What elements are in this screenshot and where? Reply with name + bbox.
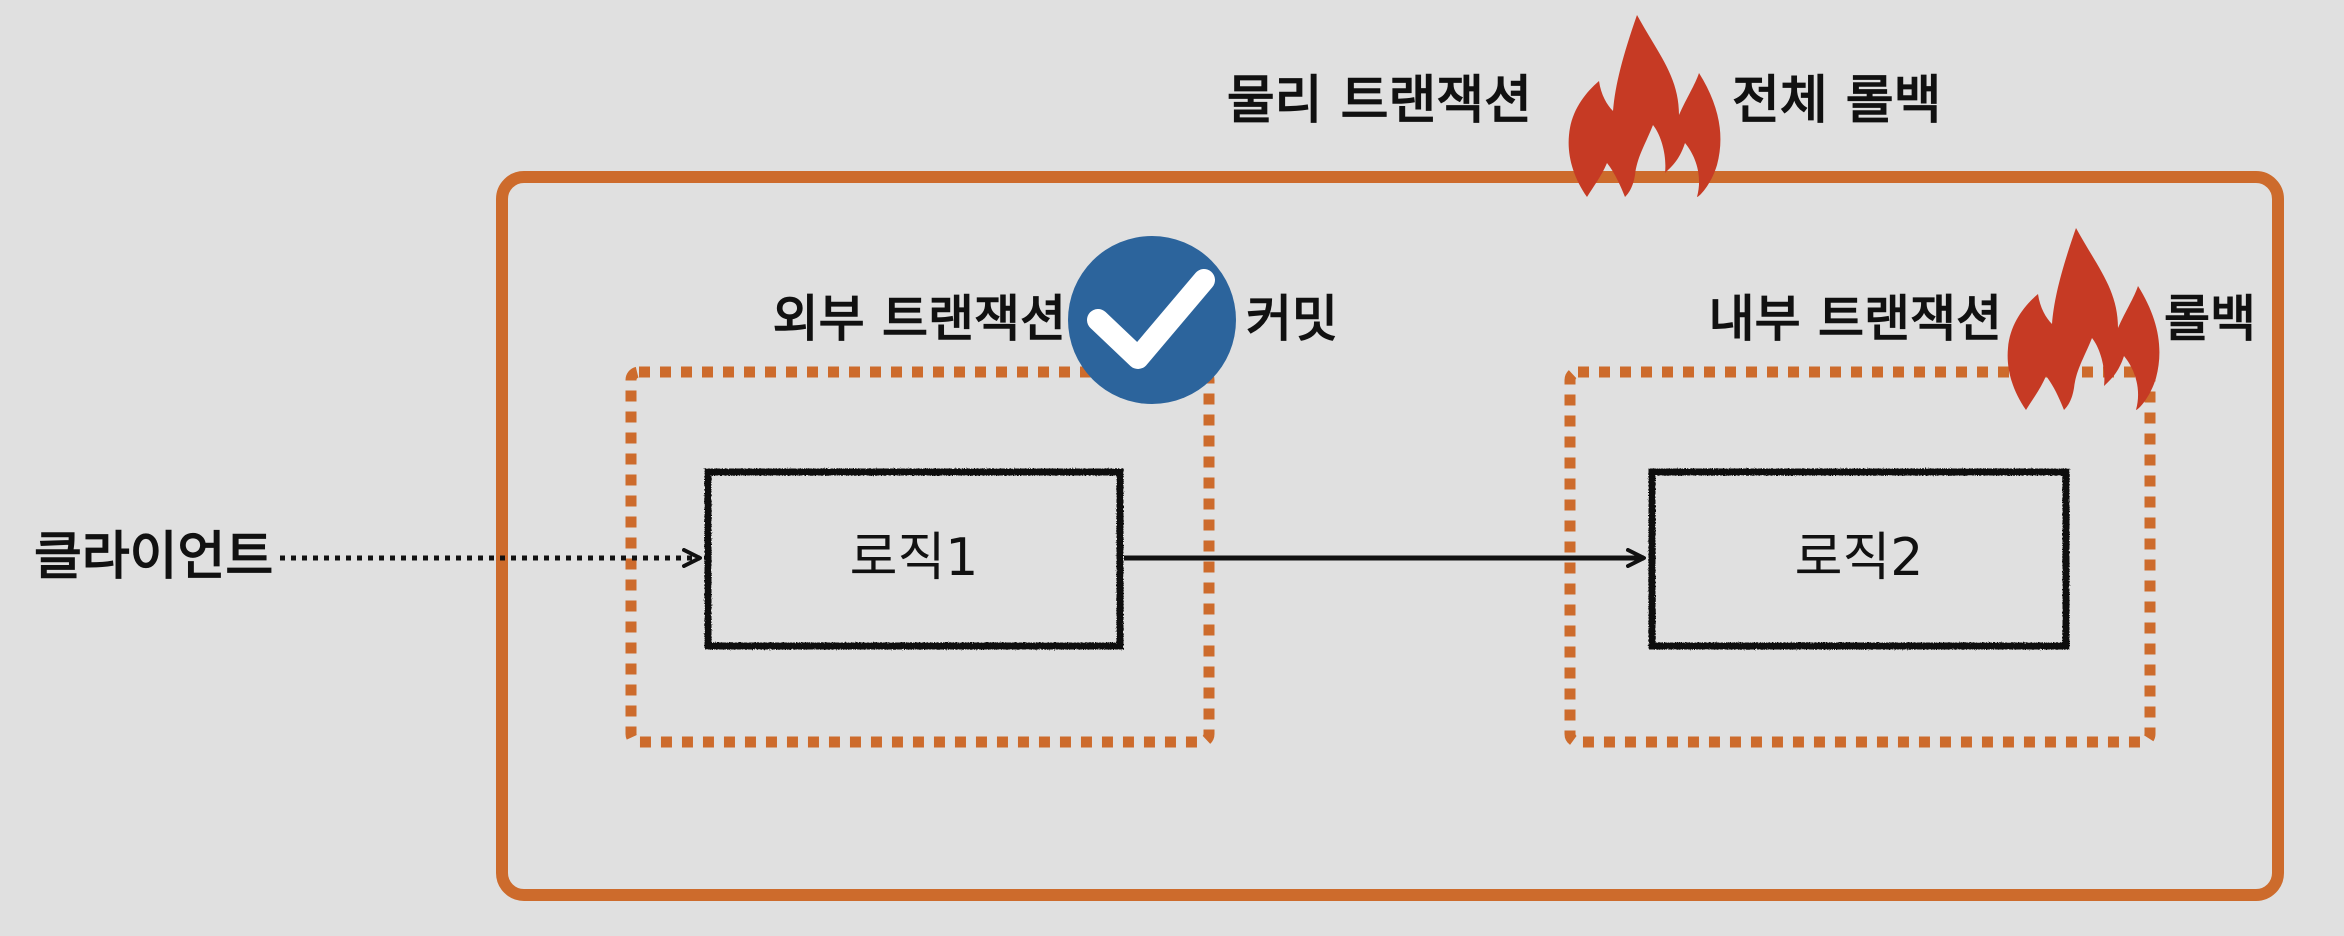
inner-transaction-label: 내부 트랜잭션 [1709, 290, 2002, 348]
check-circle-icon [1068, 236, 1236, 404]
logic1-label: 로직1 [850, 528, 979, 588]
outer-transaction-result-label: 커밋 [1246, 290, 1338, 348]
logic1-box [704, 468, 1124, 650]
logic2-label: 로직2 [1795, 528, 1924, 588]
logic2-box [1648, 468, 2070, 650]
physical-transaction-result-label: 전체 롤백 [1732, 71, 1941, 131]
outer-transaction-box [625, 366, 1215, 748]
inner-transaction-box [1564, 366, 2156, 748]
physical-transaction-label: 물리 트랜잭션 [1227, 71, 1532, 131]
client-label: 클라이언트 [34, 527, 273, 587]
physical-transaction-box [496, 171, 2284, 901]
fire-icon [1568, 15, 1721, 197]
outer-transaction-label: 외부 트랜잭션 [773, 290, 1066, 348]
fire-icon [2007, 228, 2160, 410]
inner-transaction-result-label: 롤백 [2164, 290, 2256, 348]
